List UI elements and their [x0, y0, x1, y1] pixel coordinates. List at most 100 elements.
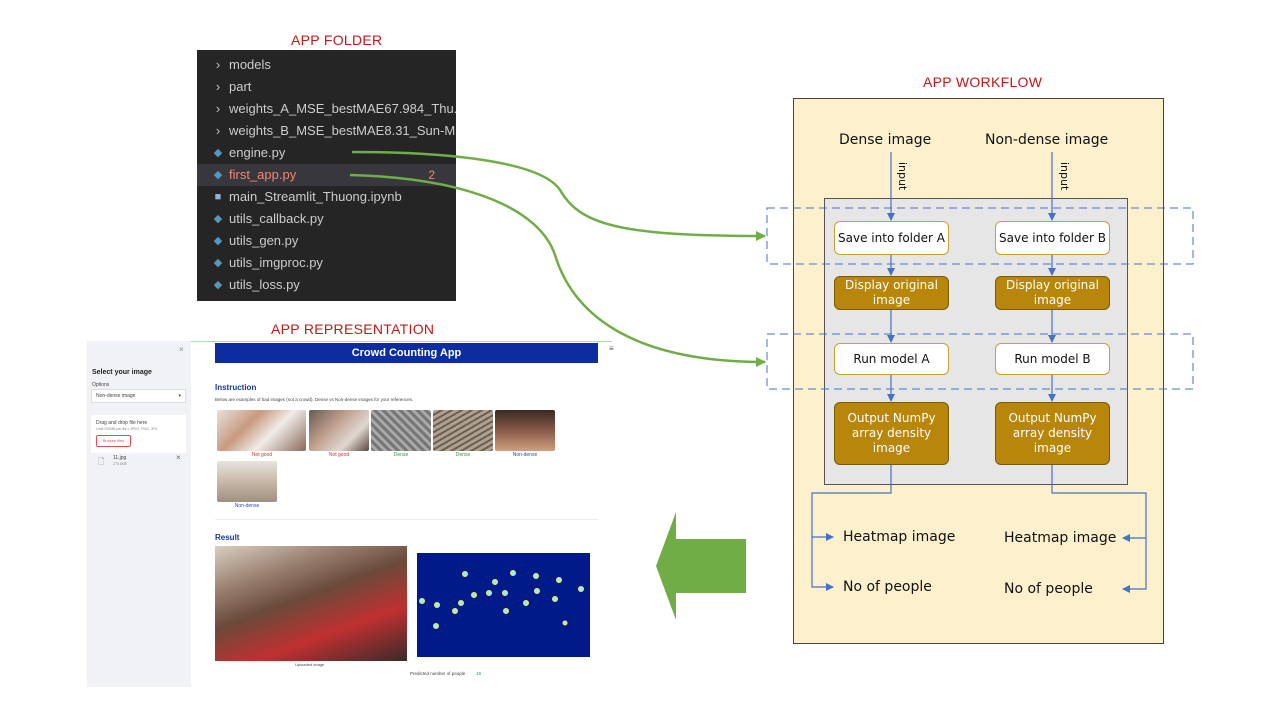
remove-file-icon[interactable]: ×: [176, 453, 181, 462]
result-title: Result: [215, 533, 240, 542]
explorer-item-label: engine.py: [229, 145, 286, 160]
explorer-item-label: utils_callback.py: [229, 211, 324, 226]
example-image-5: [495, 410, 555, 451]
file-icon: 🗋: [98, 457, 105, 466]
options-label: Options: [92, 382, 110, 388]
explorer-item-label: weights_A_MSE_bestMAE67.984_Thu...: [229, 101, 456, 116]
app-representation: × Select your image Options Non-dense im…: [87, 341, 614, 687]
left-arrow-icon: [656, 512, 746, 620]
file-explorer: › models › part › weights_A_MSE_bestMAE67.9…: [197, 50, 456, 301]
sidebar-close-icon[interactable]: ×: [179, 345, 184, 354]
explorer-item-label: weights_B_MSE_bestMAE8.31_Sun-M...: [229, 123, 456, 138]
drop-limit: Limit 200MB per file • JPEG, PNG, JPG: [96, 427, 158, 431]
output-density-a-box: Output NumPy array density image: [834, 402, 949, 465]
uploaded-image: [215, 546, 407, 661]
run-model-b-box: Run model B: [995, 343, 1110, 375]
sidebar-heading: Select your image: [92, 369, 152, 376]
dense-image-label: Dense image: [839, 132, 932, 148]
example-caption: Dense: [455, 452, 471, 458]
example-caption: Non-dense: [234, 503, 260, 509]
python-file-icon: ◆: [213, 257, 223, 269]
explorer-item-label: first_app.py: [229, 167, 297, 182]
people-count-a-label: No of people: [843, 579, 932, 595]
explorer-item-first-app[interactable]: ◆ first_app.py 2: [197, 164, 456, 186]
explorer-item-label: part: [229, 79, 252, 94]
density-heatmap-image: [417, 553, 590, 657]
explorer-item-part[interactable]: › part: [197, 76, 456, 98]
explorer-item-label: models: [229, 57, 271, 72]
explorer-item-label: utils_gen.py: [229, 233, 299, 248]
example-image-4: [433, 410, 493, 451]
uploaded-file-size: 270.8KB: [113, 462, 127, 466]
explorer-item-label: main_Streamlit_Thuong.ipynb: [229, 189, 402, 204]
explorer-item-utils-imgproc[interactable]: ◆ utils_imgproc.py: [197, 252, 456, 274]
app-folder-title: APP FOLDER: [291, 32, 383, 48]
example-caption: Not good: [328, 452, 350, 458]
heatmap-a-label: Heatmap image: [843, 529, 956, 545]
chevron-right-icon: ›: [215, 101, 221, 116]
run-stage-highlight: [766, 333, 1194, 390]
python-file-icon: ◆: [213, 235, 223, 247]
chevron-right-icon: ›: [215, 79, 221, 94]
file-uploader[interactable]: Drag and drop file here Limit 200MB per …: [91, 415, 186, 453]
engine-to-save-connector: [351, 150, 766, 241]
people-count-b-label: No of people: [1004, 581, 1093, 597]
app-sidebar: × Select your image Options Non-dense im…: [87, 341, 191, 687]
display-original-a-box: Display original image: [834, 276, 949, 310]
example-image-1: [217, 410, 306, 451]
explorer-item-utils-callback[interactable]: ◆ utils_callback.py: [197, 208, 456, 230]
example-image-2: [309, 410, 369, 451]
browse-files-button[interactable]: Browse files: [96, 435, 131, 447]
app-header: Crowd Counting App: [215, 343, 598, 363]
non-dense-image-label: Non-dense image: [985, 132, 1109, 148]
example-image-3: [371, 410, 431, 451]
explorer-item-label: utils_loss.py: [229, 277, 300, 292]
chevron-down-icon: ▾: [178, 393, 181, 399]
instruction-text: Below are examples of bad images (not a …: [215, 397, 414, 402]
explorer-item-notebook[interactable]: ■ main_Streamlit_Thuong.ipynb: [197, 186, 456, 208]
python-file-icon: ◆: [213, 169, 223, 181]
options-select[interactable]: Non-dense image ▾: [91, 389, 186, 403]
python-file-icon: ◆: [213, 213, 223, 225]
first-app-to-run-connector: [349, 173, 766, 367]
explorer-item-engine[interactable]: ◆ engine.py: [197, 142, 456, 164]
run-model-a-box: Run model A: [834, 343, 949, 375]
explorer-item-utils-loss[interactable]: ◆ utils_loss.py: [197, 274, 456, 296]
instruction-title: Instruction: [215, 383, 257, 392]
display-original-b-box: Display original image: [995, 276, 1110, 310]
heatmap-b-label: Heatmap image: [1004, 530, 1117, 546]
app-representation-title: APP REPRESENTATION: [271, 321, 435, 337]
uploaded-file-name: 11.jpg: [113, 455, 127, 461]
heatmap-spots: [419, 570, 584, 629]
app-workflow-title: APP WORKFLOW: [923, 74, 1043, 90]
example-caption: Dense: [393, 452, 409, 458]
uploaded-image-caption: Uploaded image: [295, 662, 325, 667]
predicted-number-label: Predicted number of people: [410, 671, 466, 676]
python-file-icon: ◆: [213, 279, 223, 291]
drop-title: Drag and drop file here: [96, 420, 148, 426]
explorer-item-weights-b[interactable]: › weights_B_MSE_bestMAE8.31_Sun-M...: [197, 120, 456, 142]
python-file-icon: ◆: [213, 147, 223, 159]
predicted-number-value: 19: [476, 671, 482, 676]
save-folder-b-box: Save into folder B: [995, 221, 1110, 255]
save-folder-a-box: Save into folder A: [834, 221, 949, 255]
save-stage-highlight: [766, 207, 1194, 265]
input-label-a: input: [896, 162, 909, 191]
example-image-6: [217, 461, 277, 502]
explorer-item-models[interactable]: › models: [197, 54, 456, 76]
top-accent-line: [87, 341, 612, 342]
input-label-b: input: [1058, 162, 1071, 191]
chevron-right-icon: ›: [215, 57, 221, 72]
options-select-value: Non-dense image: [96, 393, 136, 399]
explorer-item-weights-a[interactable]: › weights_A_MSE_bestMAE67.984_Thu...: [197, 98, 456, 120]
section-divider: [215, 519, 598, 520]
example-caption: Not good: [251, 452, 273, 458]
output-density-b-box: Output NumPy array density image: [995, 402, 1110, 465]
explorer-item-utils-gen[interactable]: ◆ utils_gen.py: [197, 230, 456, 252]
hamburger-menu-icon[interactable]: ≡: [609, 344, 614, 353]
problem-count-badge: 2: [428, 168, 435, 182]
notebook-file-icon: ■: [214, 191, 222, 203]
explorer-item-label: utils_imgproc.py: [229, 255, 323, 270]
chevron-right-icon: ›: [215, 123, 221, 138]
